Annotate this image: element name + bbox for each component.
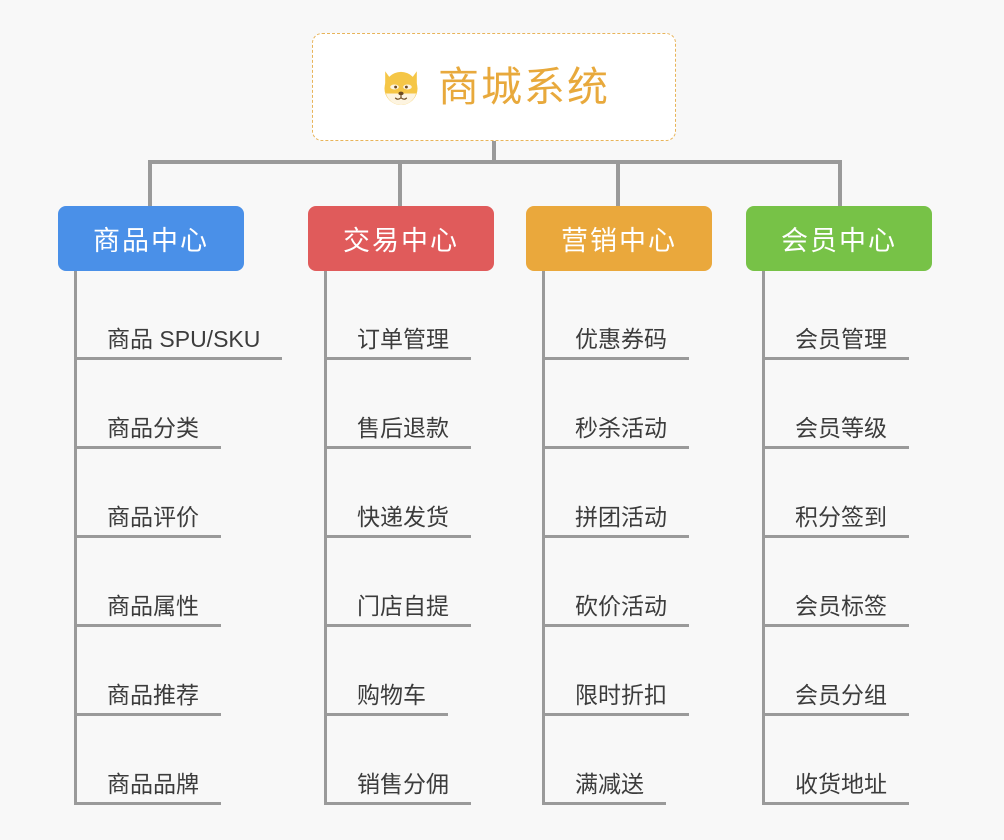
leaf-list-marketing-center: 优惠券码 秒杀活动 拼团活动 砍价活动 限时折扣 满减送 bbox=[542, 271, 712, 805]
leaf-label: 满减送 bbox=[545, 772, 666, 805]
branch-label: 会员中心 bbox=[781, 226, 897, 256]
leaf-label: 销售分佣 bbox=[327, 772, 471, 805]
leaf-item[interactable]: 售后退款 bbox=[327, 360, 494, 449]
leaf-item[interactable]: 销售分佣 bbox=[327, 716, 494, 805]
leaf-item[interactable]: 订单管理 bbox=[327, 271, 494, 360]
branch-member-center: 会员中心 会员管理 会员等级 积分签到 会员标签 会员分组 收货地址 bbox=[746, 206, 932, 805]
leaf-label: 限时折扣 bbox=[545, 683, 689, 716]
leaf-item[interactable]: 收货地址 bbox=[765, 716, 932, 805]
branch-header-trade-center[interactable]: 交易中心 bbox=[308, 206, 494, 271]
shiba-dog-face-icon bbox=[384, 71, 418, 107]
leaf-label: 会员等级 bbox=[765, 416, 909, 449]
connector-drop-trade-center bbox=[398, 163, 402, 208]
leaf-item[interactable]: 积分签到 bbox=[765, 449, 932, 538]
leaf-item[interactable]: 商品评价 bbox=[77, 449, 244, 538]
branch-header-marketing-center[interactable]: 营销中心 bbox=[526, 206, 712, 271]
leaf-label: 商品评价 bbox=[77, 505, 221, 538]
connector-drop-marketing-center bbox=[616, 163, 620, 208]
leaf-label: 商品属性 bbox=[77, 594, 221, 627]
branch-header-product-center[interactable]: 商品中心 bbox=[58, 206, 244, 271]
connector-drop-member-center bbox=[838, 163, 842, 208]
leaf-label: 砍价活动 bbox=[545, 594, 689, 627]
leaf-item[interactable]: 商品推荐 bbox=[77, 627, 244, 716]
connector-drop-product-center bbox=[148, 163, 152, 208]
branch-label: 营销中心 bbox=[561, 226, 677, 256]
branch-marketing-center: 营销中心 优惠券码 秒杀活动 拼团活动 砍价活动 限时折扣 满减送 bbox=[526, 206, 712, 805]
connector-horizontal-bus bbox=[148, 160, 842, 164]
leaf-list-trade-center: 订单管理 售后退款 快递发货 门店自提 购物车 销售分佣 bbox=[324, 271, 494, 805]
leaf-item[interactable]: 门店自提 bbox=[327, 538, 494, 627]
leaf-label: 门店自提 bbox=[327, 594, 471, 627]
leaf-item[interactable]: 优惠券码 bbox=[545, 271, 712, 360]
leaf-item[interactable]: 商品属性 bbox=[77, 538, 244, 627]
branch-label: 交易中心 bbox=[343, 226, 459, 256]
leaf-item[interactable]: 商品品牌 bbox=[77, 716, 244, 805]
leaf-item[interactable]: 会员标签 bbox=[765, 538, 932, 627]
leaf-item[interactable]: 砍价活动 bbox=[545, 538, 712, 627]
root-title: 商城系统 bbox=[438, 63, 610, 110]
leaf-label: 收货地址 bbox=[765, 772, 909, 805]
branch-trade-center: 交易中心 订单管理 售后退款 快递发货 门店自提 购物车 销售分佣 bbox=[308, 206, 494, 805]
connector-root-stem bbox=[492, 141, 496, 163]
leaf-list-product-center: 商品 SPU/SKU 商品分类 商品评价 商品属性 商品推荐 商品品牌 bbox=[74, 271, 283, 805]
leaf-label: 购物车 bbox=[327, 683, 448, 716]
branch-product-center: 商品中心 商品 SPU/SKU 商品分类 商品评价 商品属性 商品推荐 商品品牌 bbox=[58, 206, 283, 805]
leaf-item[interactable]: 拼团活动 bbox=[545, 449, 712, 538]
leaf-item[interactable]: 商品 SPU/SKU bbox=[77, 271, 283, 360]
leaf-label: 会员分组 bbox=[765, 683, 909, 716]
leaf-label: 商品分类 bbox=[77, 416, 221, 449]
leaf-item[interactable]: 秒杀活动 bbox=[545, 360, 712, 449]
leaf-item[interactable]: 会员等级 bbox=[765, 360, 932, 449]
leaf-item[interactable]: 限时折扣 bbox=[545, 627, 712, 716]
leaf-item[interactable]: 会员分组 bbox=[765, 627, 932, 716]
leaf-item[interactable]: 满减送 bbox=[545, 716, 712, 805]
leaf-label: 会员标签 bbox=[765, 594, 909, 627]
branch-label: 商品中心 bbox=[93, 226, 209, 256]
root-node[interactable]: 商城系统 bbox=[312, 33, 676, 141]
leaf-label: 快递发货 bbox=[327, 505, 471, 538]
leaf-label: 优惠券码 bbox=[545, 327, 689, 360]
leaf-label: 秒杀活动 bbox=[545, 416, 689, 449]
leaf-label: 商品推荐 bbox=[77, 683, 221, 716]
leaf-label: 订单管理 bbox=[327, 327, 471, 360]
leaf-label: 拼团活动 bbox=[545, 505, 689, 538]
leaf-item[interactable]: 商品分类 bbox=[77, 360, 244, 449]
leaf-label: 积分签到 bbox=[765, 505, 909, 538]
leaf-label: 会员管理 bbox=[765, 327, 909, 360]
leaf-list-member-center: 会员管理 会员等级 积分签到 会员标签 会员分组 收货地址 bbox=[762, 271, 932, 805]
leaf-label: 商品品牌 bbox=[77, 772, 221, 805]
leaf-item[interactable]: 快递发货 bbox=[327, 449, 494, 538]
leaf-item[interactable]: 会员管理 bbox=[765, 271, 932, 360]
leaf-label: 售后退款 bbox=[327, 416, 471, 449]
leaf-label: 商品 SPU/SKU bbox=[77, 327, 283, 360]
branch-header-member-center[interactable]: 会员中心 bbox=[746, 206, 932, 271]
leaf-item[interactable]: 购物车 bbox=[327, 627, 494, 716]
